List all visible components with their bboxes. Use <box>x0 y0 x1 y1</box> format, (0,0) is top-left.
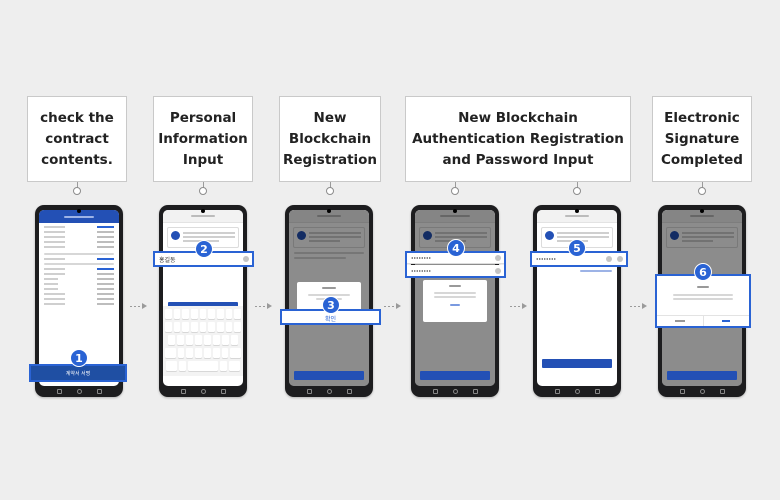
flow-arrow <box>384 303 401 309</box>
phone-step-2 <box>159 205 247 397</box>
phone-screen <box>415 210 495 386</box>
flow-arrow <box>510 303 527 309</box>
step-1-label: check the contract contents. <box>40 109 114 168</box>
phone-step-4 <box>411 205 499 397</box>
cancel-button[interactable] <box>657 316 704 326</box>
step-2-label-box: Personal Information Input <box>153 96 253 182</box>
name-input-value: 홍길동 <box>159 258 176 264</box>
connector-line <box>702 182 703 188</box>
phone-step-1 <box>35 205 123 397</box>
step-4-5-label-box: New Blockchain Authentication Registrati… <box>405 96 631 182</box>
connector-dot <box>326 187 334 195</box>
clear-icon[interactable] <box>495 255 501 261</box>
connector-dot <box>698 187 706 195</box>
step-2-badge: 2 <box>195 240 213 258</box>
step-3-badge: 3 <box>322 296 340 314</box>
step-3-label: New Blockchain Registration <box>282 109 378 168</box>
app-bar <box>163 210 243 223</box>
connector-line <box>77 182 78 188</box>
step-4-badge: 4 <box>447 239 465 257</box>
flow-arrow <box>630 303 647 309</box>
step-5-badge: 5 <box>568 239 586 257</box>
step-6-label: Electronic Signature Completed <box>661 109 743 168</box>
step-3-label-box: New Blockchain Registration <box>279 96 381 182</box>
connector-line <box>455 182 456 188</box>
clear-icon[interactable] <box>243 256 249 262</box>
nav-bar <box>35 387 123 395</box>
camera-dot <box>77 209 81 213</box>
phone-step-5 <box>533 205 621 397</box>
auth-dialog <box>423 280 487 322</box>
flow-arrow <box>130 303 147 309</box>
app-bar <box>39 210 119 223</box>
completion-dialog <box>655 274 751 328</box>
step-2-label: Personal Information Input <box>158 109 248 168</box>
keyboard <box>163 306 243 376</box>
connector-line <box>203 182 204 188</box>
step-6-label-box: Electronic Signature Completed <box>652 96 752 182</box>
step-6-badge: 6 <box>694 263 712 281</box>
clear-icon[interactable] <box>495 267 501 274</box>
connector-line <box>577 182 578 188</box>
info-icon <box>171 231 180 240</box>
flow-arrow <box>255 303 272 309</box>
connector-line <box>330 182 331 188</box>
ok-button[interactable] <box>704 316 750 326</box>
phone-screen <box>163 210 243 386</box>
step-4-5-label: New Blockchain Authentication Registrati… <box>412 109 624 168</box>
step-1-label-box: check the contract contents. <box>27 96 127 182</box>
connector-dot <box>573 187 581 195</box>
connector-dot <box>199 187 207 195</box>
eye-icon[interactable] <box>617 256 623 262</box>
phone-screen <box>537 210 617 386</box>
confirm-button-label: 확인 <box>324 317 337 323</box>
clear-icon[interactable] <box>606 256 612 262</box>
step-1-badge: 1 <box>70 349 88 367</box>
sign-contract-button-label: 계약서 서명 <box>65 370 91 377</box>
phone-screen <box>39 210 119 386</box>
connector-dot <box>73 187 81 195</box>
connector-dot <box>451 187 459 195</box>
